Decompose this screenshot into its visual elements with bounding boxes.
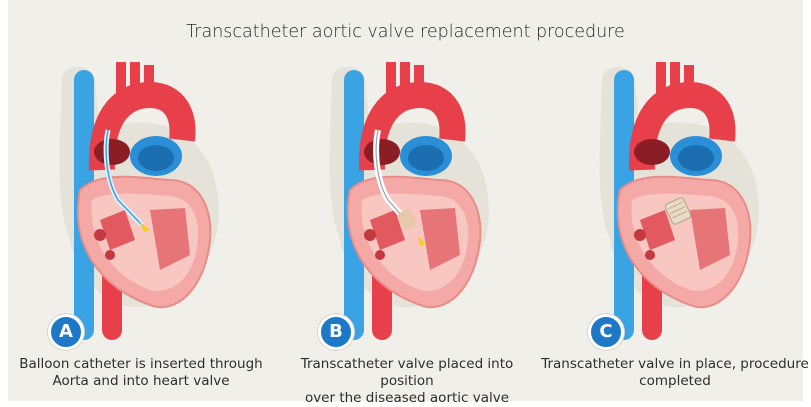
label-badge-a: A [48, 314, 84, 350]
caption-c-line1: Transcatheter valve in place, procedure [540, 356, 810, 373]
caption-a-line2: Aorta and into heart valve [6, 373, 276, 390]
heart-illustration-b [270, 40, 540, 340]
panel-c: C Transcatheter valve in place, procedur… [540, 0, 810, 401]
panel-a: A Balloon catheter is inserted through A… [0, 0, 270, 401]
caption-c: Transcatheter valve in place, procedure … [540, 356, 810, 390]
caption-b-line1: Transcatheter valve placed into position [272, 356, 542, 390]
panel-b: B Transcatheter valve placed into positi… [270, 0, 540, 401]
heart-illustration-c [540, 40, 810, 340]
caption-a: Balloon catheter is inserted through Aor… [6, 356, 276, 390]
caption-a-line1: Balloon catheter is inserted through [6, 356, 276, 373]
label-badge-b: B [318, 314, 354, 350]
caption-c-line2: completed [540, 373, 810, 390]
caption-b: Transcatheter valve placed into position… [272, 356, 542, 407]
caption-b-line2: over the diseased aortic valve [272, 390, 542, 407]
heart-illustration-a [0, 40, 270, 340]
label-badge-c: C [588, 314, 624, 350]
